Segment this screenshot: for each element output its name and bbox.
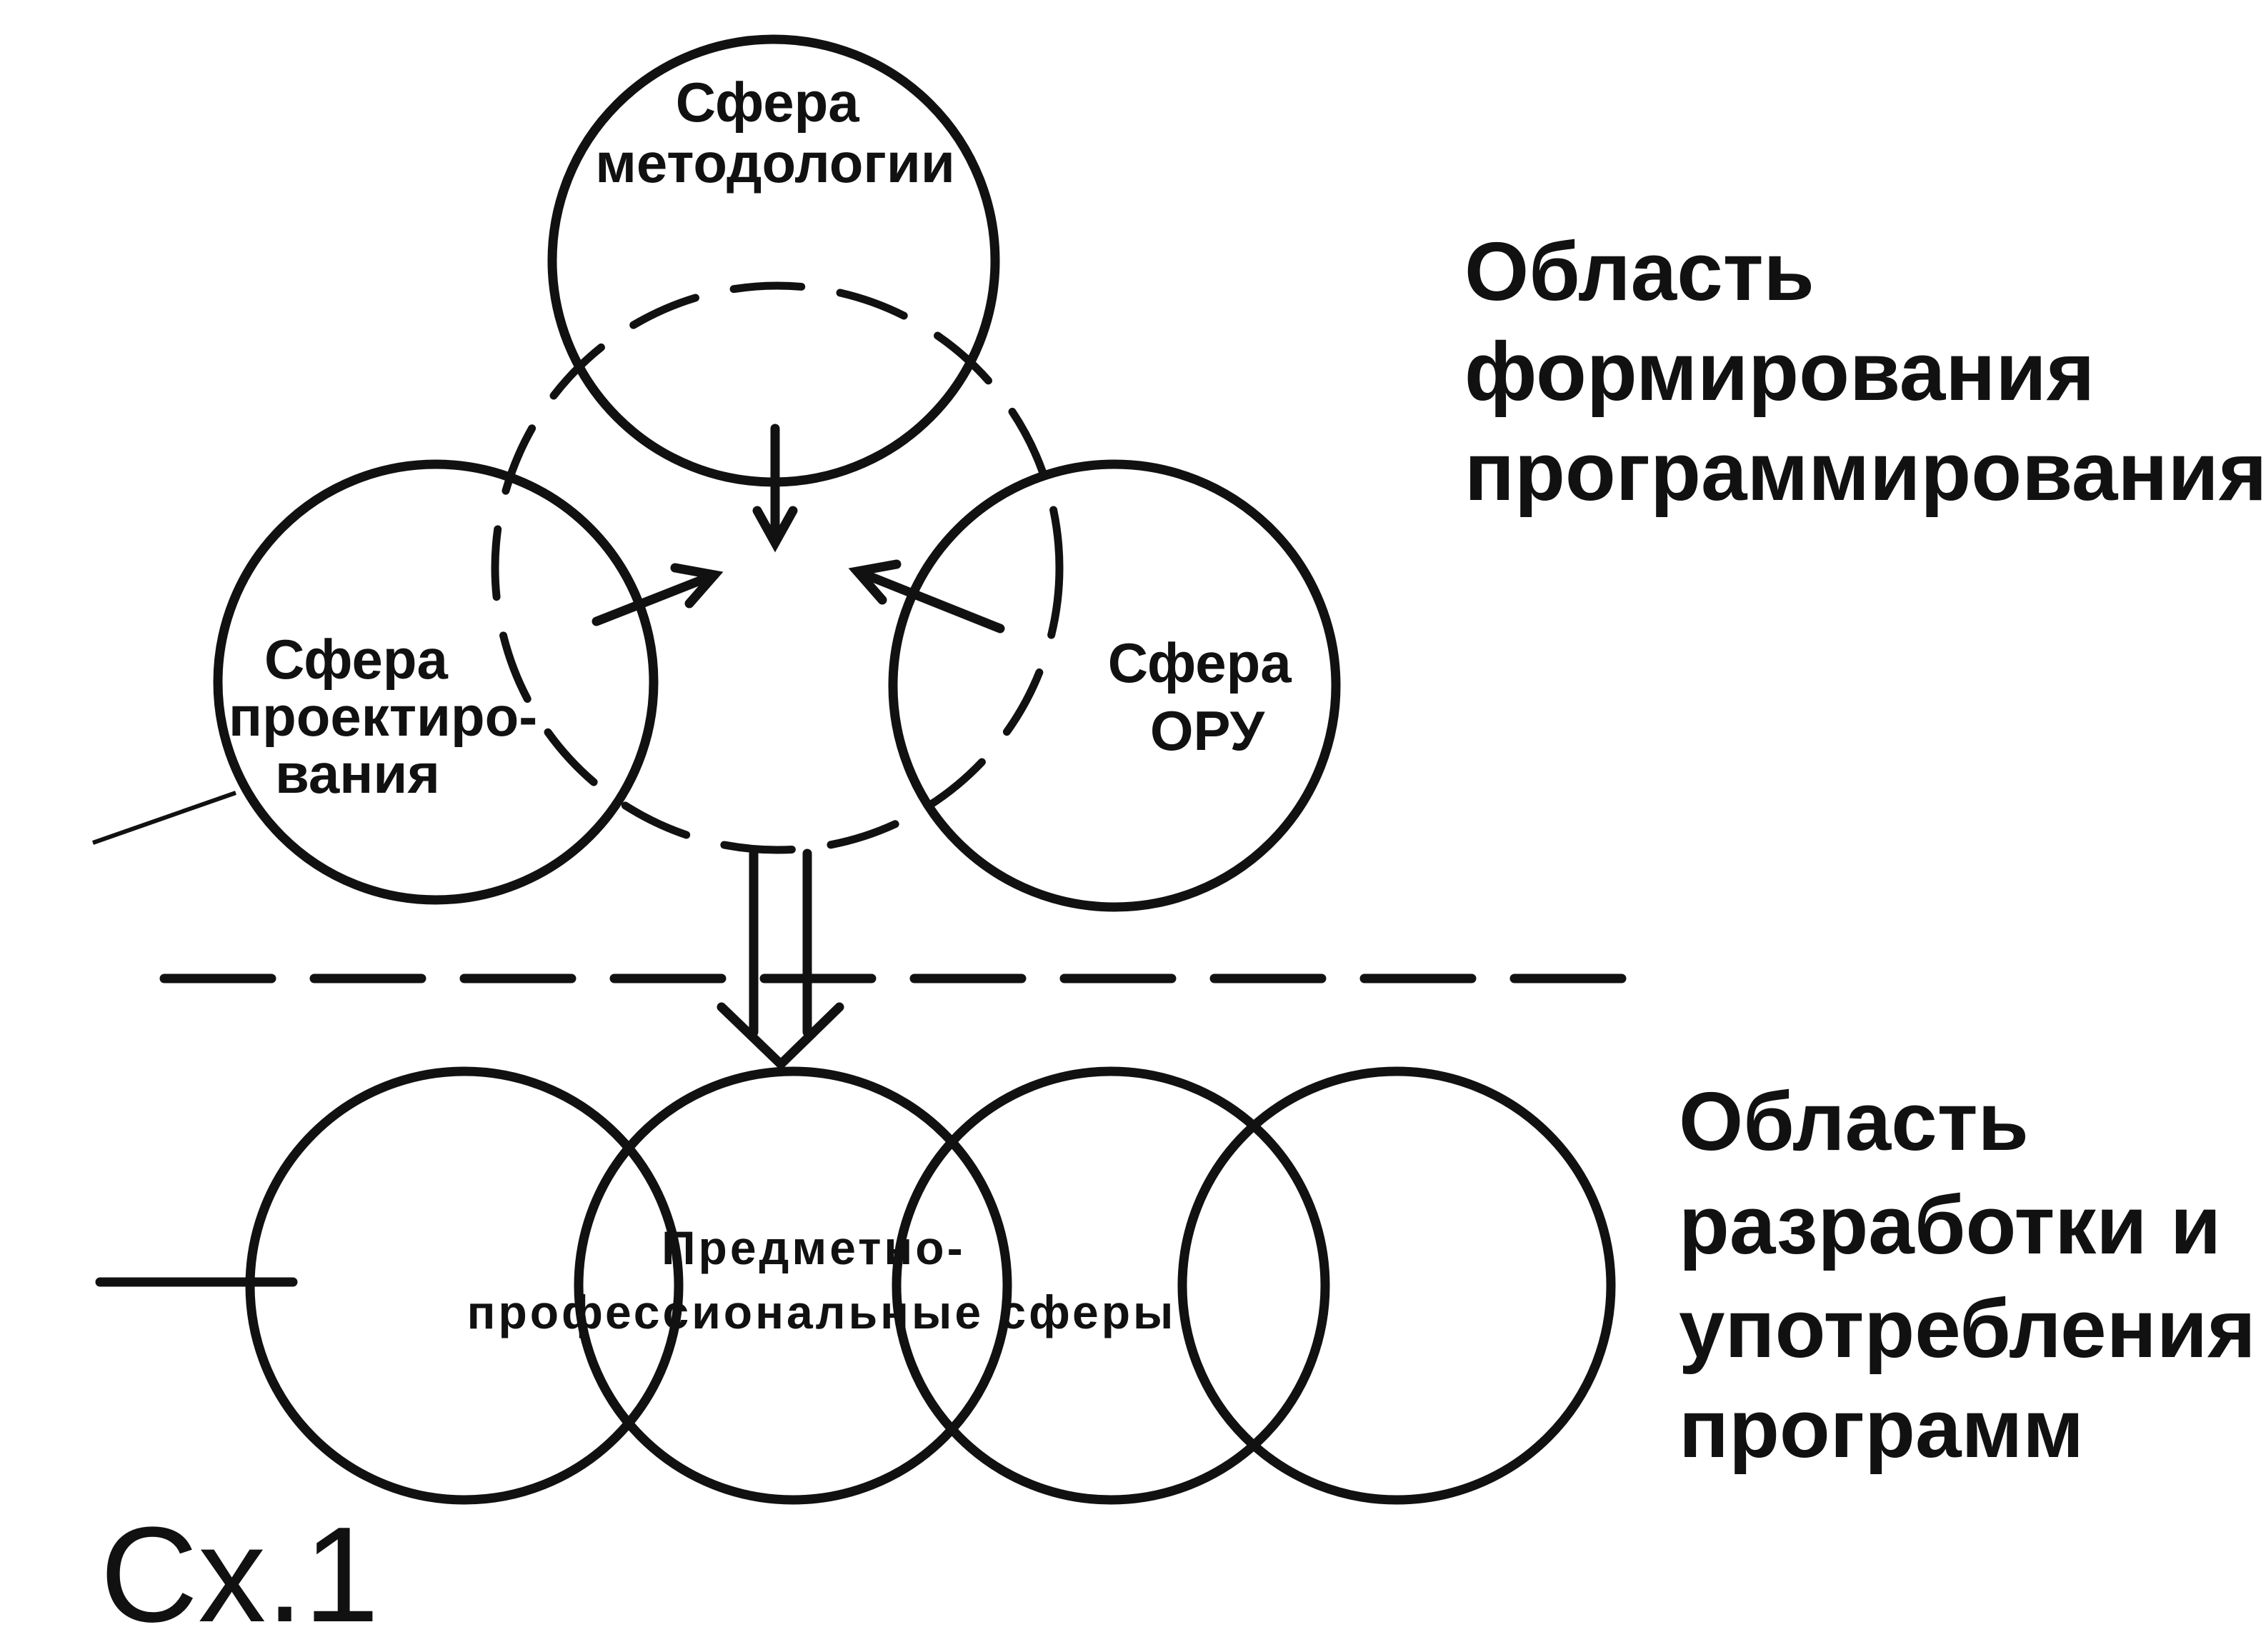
dashed-core-ring (491, 281, 1064, 854)
oru-sphere-circle (888, 459, 1341, 912)
professional-sphere-3 (892, 1066, 1330, 1505)
formation-area-title: Область формирования программирования (1464, 225, 2266, 518)
professional-sphere-2 (574, 1066, 1012, 1505)
arrow-from-design (592, 563, 724, 626)
methodology-label: Сфера методологии (595, 71, 955, 194)
professional-sphere-4 (1177, 1066, 1616, 1505)
arrow-from-methodology (752, 424, 798, 553)
arrow-from-oru (848, 559, 1005, 634)
scheme-caption: Сх.1 (100, 1499, 379, 1651)
oru-label: Сфера ОРУ (1108, 631, 1307, 762)
design-label: Сфера проектиро- вания (229, 628, 553, 805)
hollow-down-arrow (717, 848, 844, 1071)
design-sphere-circle (213, 459, 659, 905)
development-area-title: Область разработки и употребления програ… (1679, 1075, 2266, 1475)
professional-label: Предметно- профессиональные сферы (467, 1221, 1177, 1338)
stray-pen-mark (92, 791, 236, 845)
